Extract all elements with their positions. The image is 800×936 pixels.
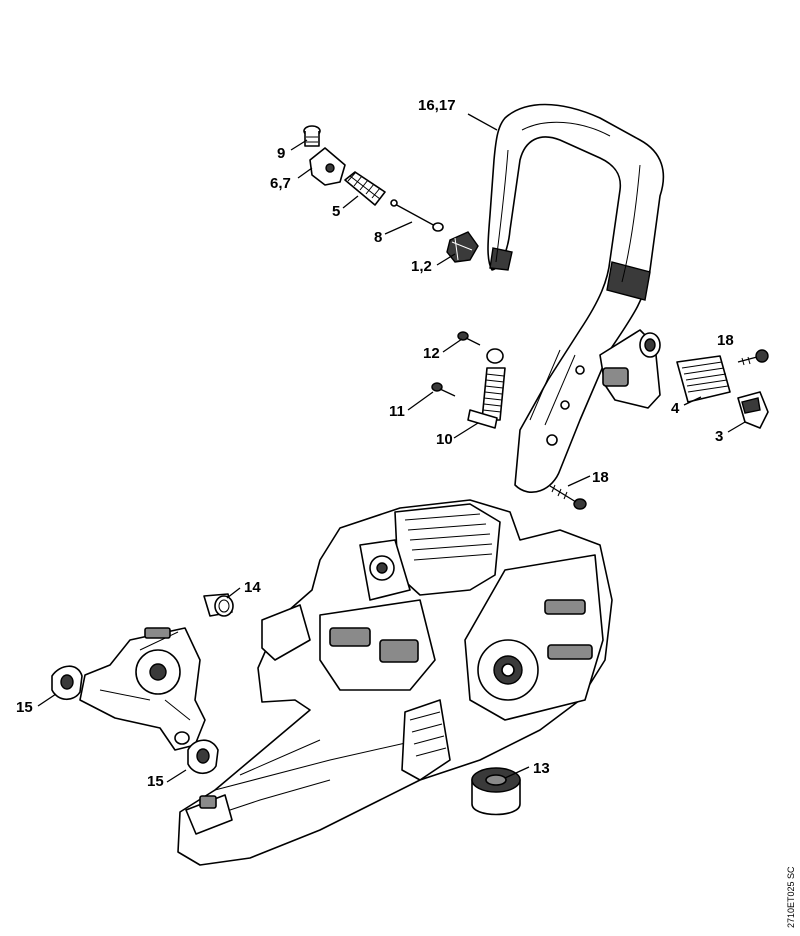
bracket-assembly: [79, 627, 206, 751]
buffer-part-13: [471, 767, 521, 816]
callout-9: 9: [277, 145, 285, 162]
engine-housing: [177, 499, 613, 866]
callout-1-2: 1,2: [411, 258, 432, 275]
callout-8: 8: [374, 229, 382, 246]
leader-lines: [37, 113, 746, 783]
plug-part-14: [203, 593, 234, 617]
mount-part-15-bottom: [187, 739, 219, 775]
handlebar-part: [487, 103, 665, 494]
screw-part-18-top: [737, 349, 769, 366]
buffer-part-12: [446, 231, 479, 263]
callout-11: 11: [389, 403, 405, 420]
screw-part-12: [457, 331, 481, 346]
callout-labels: 16,17 9 6,7 5 8 1,2 12 18 4 3 11 10 18 1…: [16, 97, 734, 790]
spring-part-5: [344, 171, 386, 206]
callout-3: 3: [715, 428, 723, 445]
reference-code: 2710ET025 SC: [786, 866, 796, 928]
callout-18-top: 18: [717, 332, 734, 349]
callout-12: 12: [423, 345, 440, 362]
callout-5: 5: [332, 203, 340, 220]
callout-15-left: 15: [16, 699, 33, 716]
callout-4: 4: [671, 400, 680, 417]
callout-16-17: 16,17: [418, 97, 456, 114]
callout-6-7: 6,7: [270, 175, 291, 192]
callout-10: 10: [436, 431, 453, 448]
screw-part-11: [431, 382, 456, 397]
clamp-part-67: [309, 147, 346, 186]
screw-part-18-bottom: [549, 484, 587, 510]
spring-part-4: [676, 355, 731, 403]
rod-part-8: [390, 199, 444, 232]
screw-part-9: [303, 125, 321, 147]
callout-15-bottom: 15: [147, 773, 164, 790]
mount-part-15-left: [51, 665, 83, 701]
spring-part-10: [467, 348, 506, 429]
callout-18-bottom: 18: [592, 469, 609, 486]
callout-14: 14: [244, 579, 261, 596]
callout-13: 13: [533, 760, 550, 777]
cap-part-3: [737, 391, 769, 429]
